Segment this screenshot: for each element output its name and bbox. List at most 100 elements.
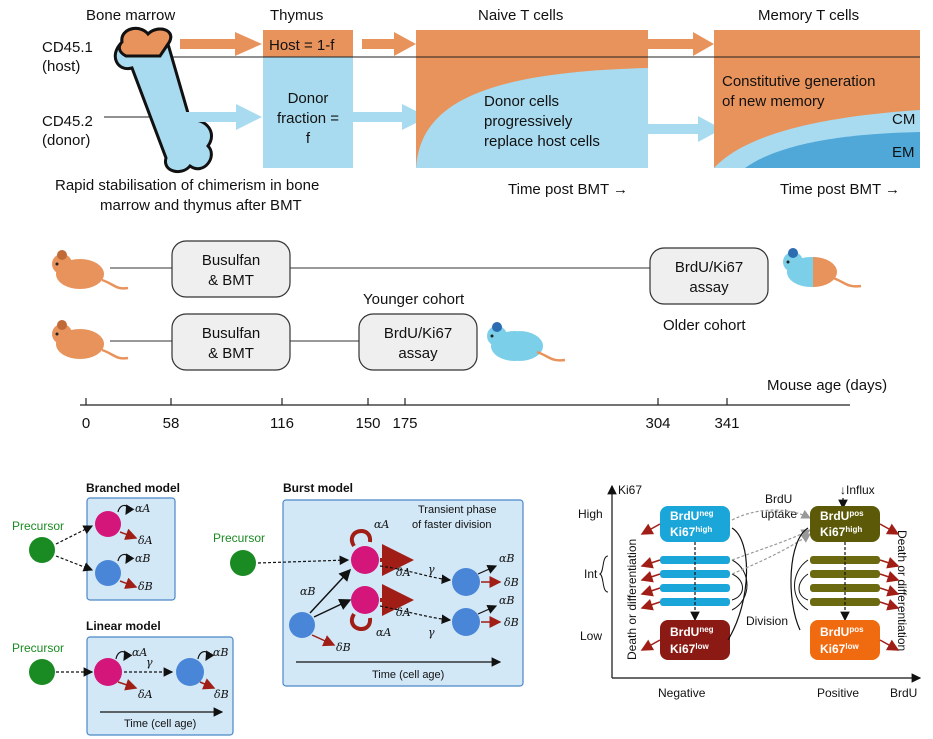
brdu-pos-ki67-high-box: [810, 506, 880, 542]
brdu-uptake-1: BrdU: [765, 492, 792, 506]
donor-fraction-3: f: [306, 130, 311, 147]
brdu-text: BrdU/Ki67: [384, 325, 452, 342]
time-cell-age: Time (cell age): [124, 718, 196, 730]
alpha-b: αB: [135, 552, 151, 565]
busulfan-text: Busulfan: [202, 252, 260, 269]
pos-sup: pos: [849, 625, 864, 634]
delta-a: δA: [138, 534, 153, 547]
replace-text-2: progressively: [484, 113, 573, 130]
cell-b: [176, 658, 204, 686]
cell-a: [95, 511, 121, 537]
division-label: Division: [746, 614, 788, 628]
alpha-b: αB: [499, 552, 515, 565]
svg-text:BrdUpos: BrdUpos: [820, 625, 864, 639]
alpha-b: αB: [499, 594, 515, 607]
svg-text:Ki67low: Ki67low: [820, 642, 859, 656]
mouse-orange-icon: [52, 320, 129, 360]
age-tick-label: 58: [163, 415, 180, 432]
low-sup: low: [695, 642, 709, 651]
cd451-label: CD45.1: [42, 39, 93, 56]
age-axis-label: Mouse age (days): [767, 377, 887, 394]
cell-b: [95, 560, 121, 586]
precursor-label: Precursor: [12, 641, 64, 655]
bone-icon: [113, 26, 213, 174]
low-sup: low: [845, 642, 859, 651]
transient-text-1: Transient phase: [418, 504, 496, 516]
svg-text:BrdUneg: BrdUneg: [670, 625, 714, 639]
delta-b: δB: [504, 576, 519, 589]
age-tick-label: 116: [270, 415, 294, 432]
delta-b: δB: [504, 616, 519, 629]
high-sup: high: [845, 525, 862, 534]
delta-b: δB: [336, 641, 351, 654]
gamma: γ: [428, 626, 435, 639]
constitutive-text-1: Constitutive generation: [722, 73, 875, 90]
brdu-axis-label: BrdU: [890, 686, 917, 700]
mouse-chimera-icon: [487, 322, 566, 362]
ki67-word: Ki67: [820, 525, 846, 539]
younger-cohort-label: Younger cohort: [363, 291, 465, 308]
svg-text:Ki67high: Ki67high: [820, 525, 862, 539]
delta-b: δB: [138, 580, 153, 593]
mouse-chimera-icon: [783, 248, 862, 288]
older-cohort-label: Older cohort: [663, 317, 746, 334]
alpha-a: αA: [135, 502, 150, 515]
cd452-label: CD45.2: [42, 113, 93, 130]
branched-title: Branched model: [86, 481, 180, 495]
svg-text:Ki67low: Ki67low: [670, 642, 709, 656]
cell-b: [289, 612, 315, 638]
brdu-assay-box: [358, 313, 478, 371]
high-sup: high: [695, 525, 712, 534]
busulfan-text: Busulfan: [202, 325, 260, 342]
brdu-word: BrdU: [820, 509, 849, 523]
ki67-axis-label: Ki67: [618, 483, 642, 497]
high-label: High: [578, 507, 603, 521]
positive-label: Positive: [817, 686, 859, 700]
busulfan-bmt-box: [171, 240, 291, 298]
em-label: EM: [892, 144, 915, 161]
delta-a: δA: [138, 688, 153, 701]
ki67-word: Ki67: [820, 642, 846, 656]
svg-text:BrdUpos: BrdUpos: [820, 509, 864, 523]
cell-b: [452, 608, 480, 636]
brdu-neg-ki67-low-box: [660, 620, 730, 660]
cell-a: [351, 546, 379, 574]
brdu-neg-ki67-high-box: [660, 506, 730, 542]
brdu-text: BrdU/Ki67: [675, 259, 743, 276]
brdu-word: BrdU: [670, 509, 699, 523]
timeline-panel: Busulfan & BMT Busulfan & BMT BrdU/Ki67 …: [52, 240, 887, 432]
cell-a: [351, 586, 379, 614]
ki67-word: Ki67: [670, 642, 696, 656]
brdu-uptake-2: uptake: [761, 507, 797, 521]
age-tick-label: 304: [645, 415, 670, 432]
ki67-word: Ki67: [670, 525, 696, 539]
bmt-text: & BMT: [208, 272, 254, 289]
neg-sup: neg: [699, 625, 713, 634]
neg-sup: neg: [699, 509, 713, 518]
assay-text: assay: [689, 279, 729, 296]
chimerism-caption-1: Rapid stabilisation of chimerism in bone: [55, 177, 319, 194]
precursor-cell: [29, 537, 55, 563]
precursor-cell: [230, 550, 256, 576]
time-post-bmt-2: Time post BMT →: [780, 181, 900, 198]
constitutive-text-2: of new memory: [722, 93, 825, 110]
donor-fraction-2: fraction =: [277, 110, 339, 127]
svg-text:BrdUneg: BrdUneg: [670, 509, 714, 523]
chimerism-panel: Bone marrow Thymus Naive T cells Memory …: [42, 7, 920, 214]
death-label-right: Death or differentiation: [895, 530, 909, 651]
memory-title: Memory T cells: [758, 7, 859, 24]
branched-model-panel: Branched model Precursor αA δA αB δB: [12, 481, 180, 601]
time-cell-age: Time (cell age): [372, 669, 444, 681]
alpha-a: αA: [376, 626, 391, 639]
assay-text: assay: [398, 345, 438, 362]
replace-text-1: Donor cells: [484, 93, 559, 110]
gamma: γ: [146, 656, 153, 669]
cell-a: [94, 658, 122, 686]
host-label: (host): [42, 58, 80, 75]
time-post-bmt-1: Time post BMT →: [508, 181, 628, 198]
brdu-word: BrdU: [820, 625, 849, 639]
donor-label: (donor): [42, 132, 90, 149]
replace-text-3: replace host cells: [484, 133, 600, 150]
naive-box: [416, 30, 648, 168]
